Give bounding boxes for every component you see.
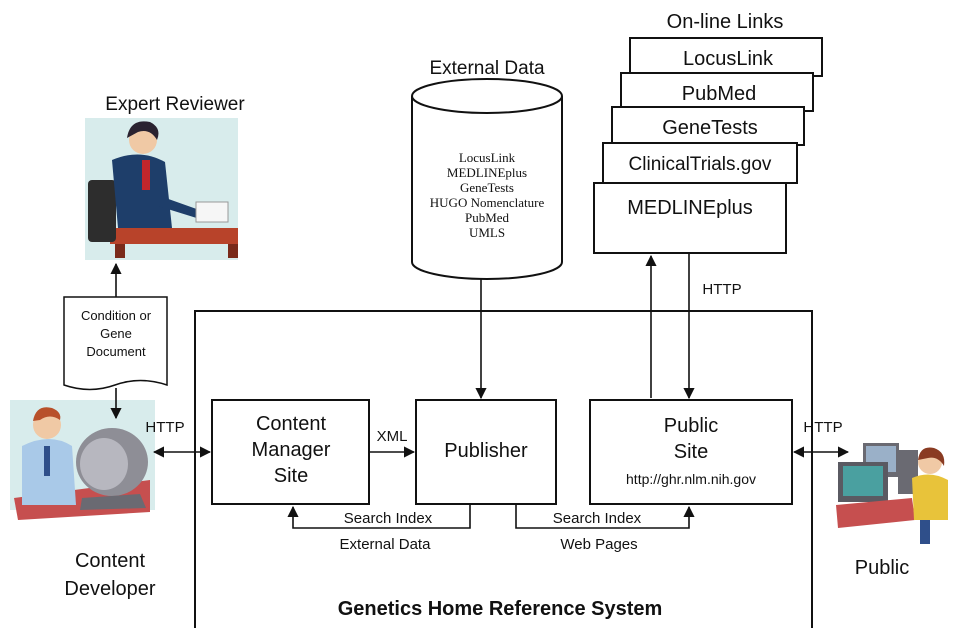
link-label: ClinicalTrials.gov bbox=[629, 154, 772, 175]
external-data-item: HUGO Nomenclature bbox=[430, 195, 545, 210]
link-card-clinicaltrials[interactable] bbox=[602, 142, 798, 184]
public-user-label: Public bbox=[855, 557, 909, 579]
public-site-label: Public bbox=[664, 415, 718, 437]
external-data-item: LocusLink bbox=[459, 150, 516, 165]
publisher-label: Publisher bbox=[444, 440, 528, 462]
external-data-item: MEDLINEplus bbox=[447, 165, 527, 180]
link-label: MEDLINEplus bbox=[627, 197, 753, 219]
content-manager-label: Content bbox=[256, 413, 326, 435]
document-line: Condition or bbox=[81, 308, 152, 323]
publisher-public-site-search-index-arrow bbox=[515, 504, 695, 529]
external-data-database: External Data LocusLink MEDLINEplus Gene… bbox=[411, 58, 563, 280]
public-site-label: Site bbox=[674, 441, 708, 463]
document-line: Document bbox=[86, 344, 146, 359]
expert-reviewer-icon bbox=[85, 118, 238, 260]
condition-gene-document: Condition or Gene Document bbox=[63, 296, 168, 391]
edge-labels: HTTP XML HTTP HTTP Search Index External… bbox=[145, 281, 842, 553]
public-user-icon bbox=[836, 440, 948, 545]
content-manager-label: Manager bbox=[252, 439, 331, 461]
external-data-item: UMLS bbox=[469, 225, 505, 240]
link-label: PubMed bbox=[682, 83, 757, 105]
link-card-genetests[interactable] bbox=[611, 106, 805, 146]
public-user: Public bbox=[836, 440, 948, 579]
link-label: GeneTests bbox=[662, 117, 758, 139]
system-title: Genetics Home Reference System bbox=[338, 598, 663, 620]
online-links-stack: On-line Links LocusLink PubMed GeneTests… bbox=[593, 11, 823, 254]
web-pages-label: Web Pages bbox=[560, 536, 637, 553]
http-top-label: HTTP bbox=[702, 281, 741, 298]
xml-label: XML bbox=[377, 428, 408, 445]
external-data-edge-label: External Data bbox=[340, 536, 432, 553]
public-site-url[interactable]: http://ghr.nlm.nih.gov bbox=[626, 471, 756, 487]
expert-reviewer-label: Expert Reviewer bbox=[105, 94, 245, 115]
external-data-list: LocusLink MEDLINEplus GeneTests HUGO Nom… bbox=[430, 150, 545, 240]
expert-reviewer: Expert Reviewer bbox=[85, 94, 245, 260]
system-boundary bbox=[194, 310, 813, 633]
search-index-right-label: Search Index bbox=[553, 510, 642, 527]
public-site: Public Site http://ghr.nlm.nih.gov bbox=[589, 399, 793, 505]
content-manager-label: Site bbox=[274, 465, 308, 487]
document-line: Gene bbox=[100, 326, 132, 341]
content-developer-icon bbox=[10, 400, 155, 520]
link-card-locuslink[interactable] bbox=[629, 37, 823, 77]
http-left-label: HTTP bbox=[145, 419, 184, 436]
search-index-left-label: Search Index bbox=[344, 510, 433, 527]
http-right-label: HTTP bbox=[803, 419, 842, 436]
content-developer: Content Developer bbox=[10, 400, 156, 600]
publisher: Publisher bbox=[415, 399, 557, 505]
content-developer-label: Developer bbox=[64, 578, 156, 600]
link-label: LocusLink bbox=[683, 48, 774, 70]
content-developer-label: Content bbox=[75, 550, 145, 572]
external-data-item: GeneTests bbox=[460, 180, 514, 195]
content-manager-site: Content Manager Site bbox=[211, 399, 370, 505]
external-data-title: External Data bbox=[429, 58, 545, 79]
link-card-medlineplus[interactable] bbox=[593, 182, 787, 254]
online-links-title: On-line Links bbox=[667, 11, 784, 33]
publisher-cms-search-index-arrow bbox=[287, 504, 471, 529]
link-card-pubmed[interactable] bbox=[620, 72, 814, 112]
external-data-item: PubMed bbox=[465, 210, 510, 225]
connectors bbox=[110, 253, 850, 529]
